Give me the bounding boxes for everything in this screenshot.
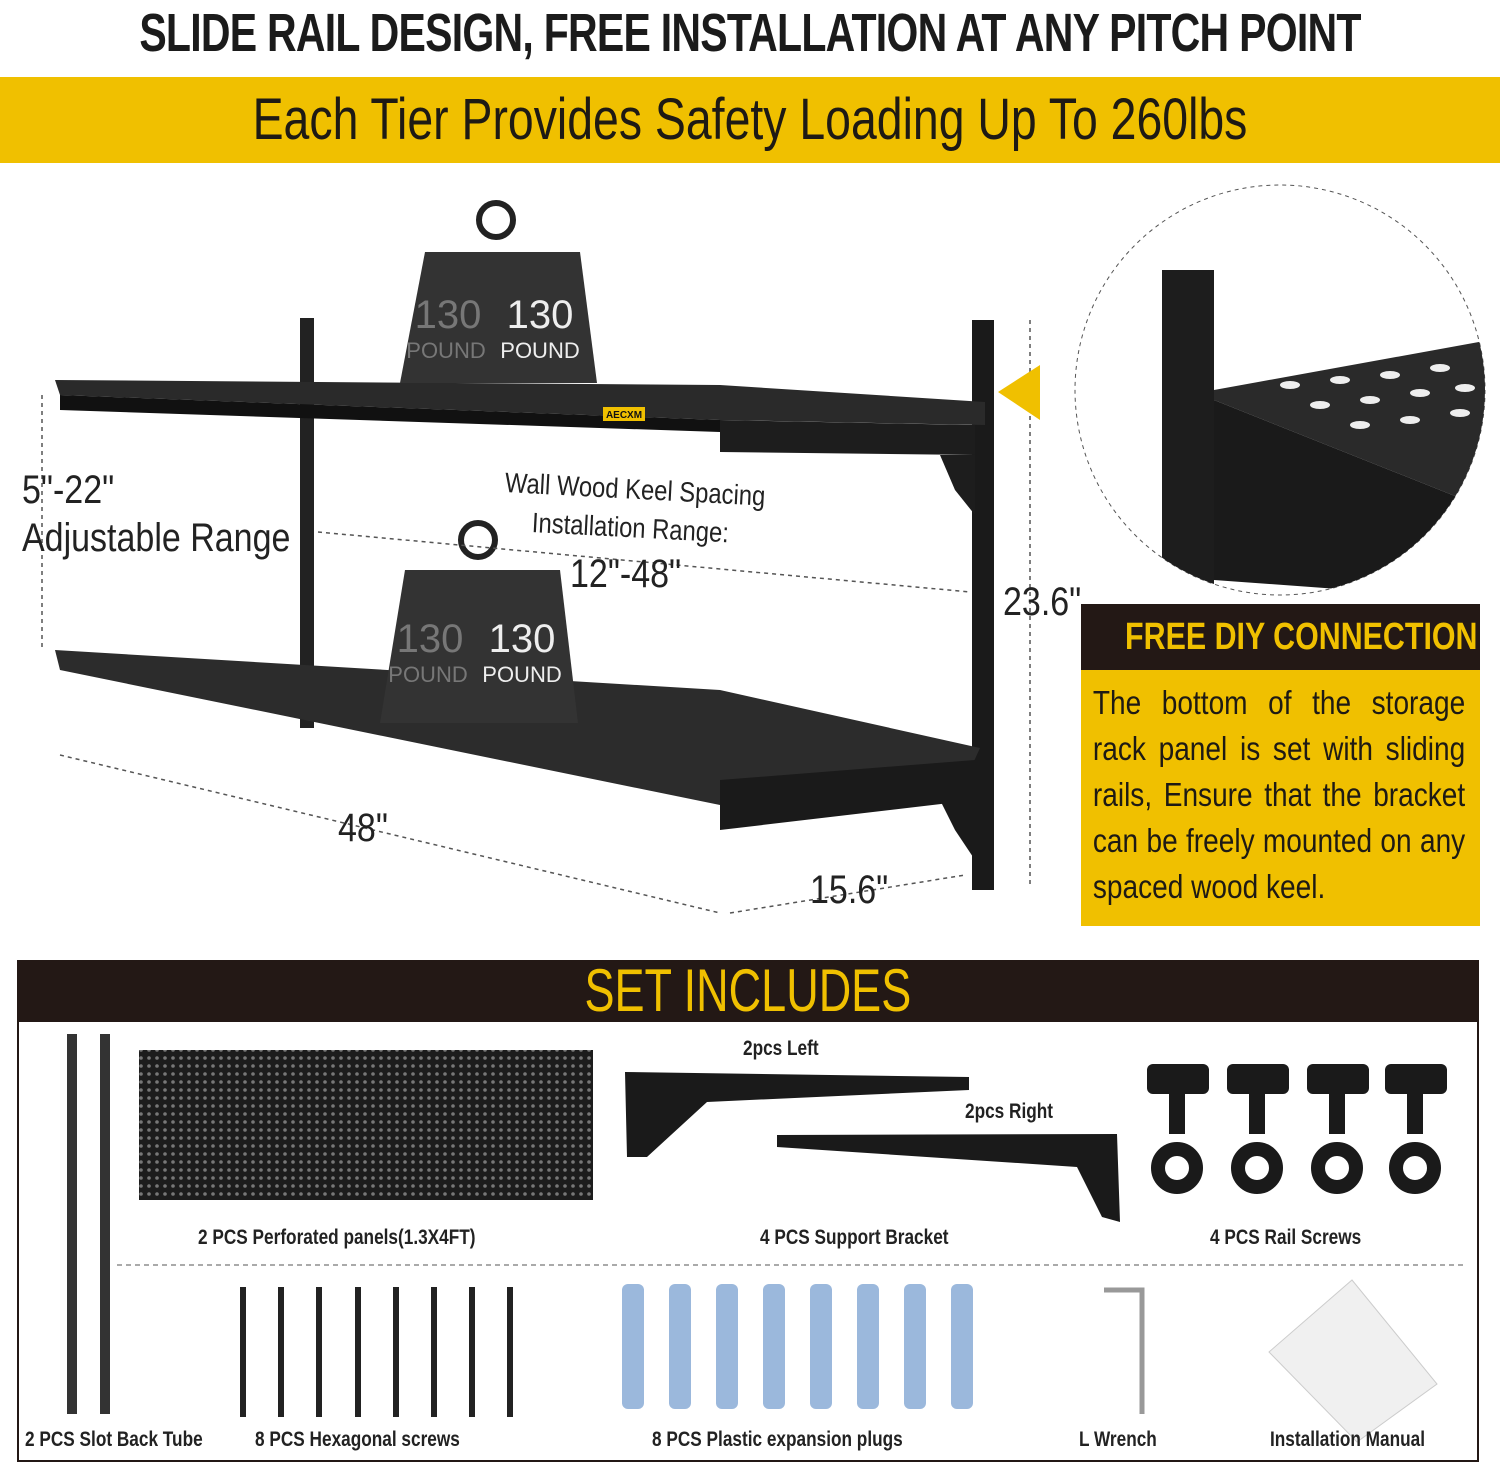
weight-unit: POUND — [500, 338, 579, 363]
set-items-illustration — [67, 1034, 1467, 1443]
dimension-lines — [41, 320, 1031, 914]
set-includes-title: SET INCLUDES — [17, 960, 1479, 1022]
item-installation-manual: Installation Manual — [1270, 1428, 1426, 1451]
diy-title-text: FREE DIY CONNECTION — [1125, 616, 1478, 658]
installation-manual — [1268, 1279, 1438, 1443]
load-banner: Each Tier Provides Safety Loading Up To … — [0, 77, 1500, 163]
bracket-left-label: 2pcs Left — [743, 1037, 819, 1060]
weight-top: 130 130 POUND POUND — [400, 200, 597, 383]
weight-unit: POUND — [406, 338, 485, 363]
support-brackets — [625, 1072, 1120, 1222]
adjust-value: 5"-22" — [22, 468, 115, 512]
rail-screws — [1147, 1064, 1447, 1194]
hexagonal-screws — [240, 1287, 513, 1417]
item-l-wrench: L Wrench — [1079, 1428, 1157, 1451]
item-rail-screws: 4 PCS Rail Screws — [1210, 1226, 1362, 1249]
height-dimension: 23.6" — [1003, 580, 1082, 624]
set-includes-title-text: SET INCLUDES — [584, 957, 912, 1024]
adjust-label: Adjustable Range — [22, 516, 291, 560]
headline: SLIDE RAIL DESIGN, FREE INSTALLATION AT … — [139, 3, 1361, 63]
item-expansion-plugs: 8 PCS Plastic expansion plugs — [652, 1428, 903, 1451]
item-slot-back-tube: 2 PCS Slot Back Tube — [25, 1428, 203, 1451]
top-shelf — [55, 380, 985, 425]
weight-bottom: 130 130 POUND POUND — [380, 520, 578, 723]
weight-unit: POUND — [388, 662, 467, 687]
load-banner-text: Each Tier Provides Safety Loading Up To … — [252, 87, 1248, 152]
detail-closeup — [1074, 184, 1486, 596]
weight-number: 130 — [415, 293, 482, 337]
diy-description: The bottom of the storage rack panel is … — [1081, 670, 1480, 926]
bottom-shelf — [55, 650, 980, 805]
weight-number: 130 — [507, 293, 574, 337]
l-wrench — [1104, 1287, 1145, 1414]
width-dimension: 48" — [338, 806, 388, 850]
depth-dimension: 15.6" — [810, 868, 889, 912]
diy-title: FREE DIY CONNECTION — [1081, 604, 1480, 670]
bracket-right-label: 2pcs Right — [965, 1100, 1054, 1123]
diy-text: The bottom of the storage rack panel is … — [1092, 684, 1466, 905]
weight-unit: POUND — [482, 662, 561, 687]
item-support-bracket: 4 PCS Support Bracket — [760, 1226, 949, 1249]
zoom-pointer — [998, 365, 1040, 420]
expansion-plugs — [622, 1284, 973, 1409]
perforated-panel — [139, 1050, 593, 1200]
keel-value: 12"-48" — [570, 552, 682, 596]
item-perforated-panels: 2 PCS Perforated panels(1.3X4FT) — [198, 1226, 476, 1249]
brand-label-text: AECXM — [606, 410, 642, 421]
weight-number: 130 — [397, 617, 464, 661]
slot-back-tubes — [67, 1034, 110, 1414]
shelf-illustration: AECXM 130 130 POUND POUND 130 130 POUND … — [41, 200, 1040, 914]
brand-label — [603, 407, 645, 421]
item-hexagonal-screws: 8 PCS Hexagonal screws — [255, 1428, 460, 1451]
weight-number: 130 — [489, 617, 556, 661]
